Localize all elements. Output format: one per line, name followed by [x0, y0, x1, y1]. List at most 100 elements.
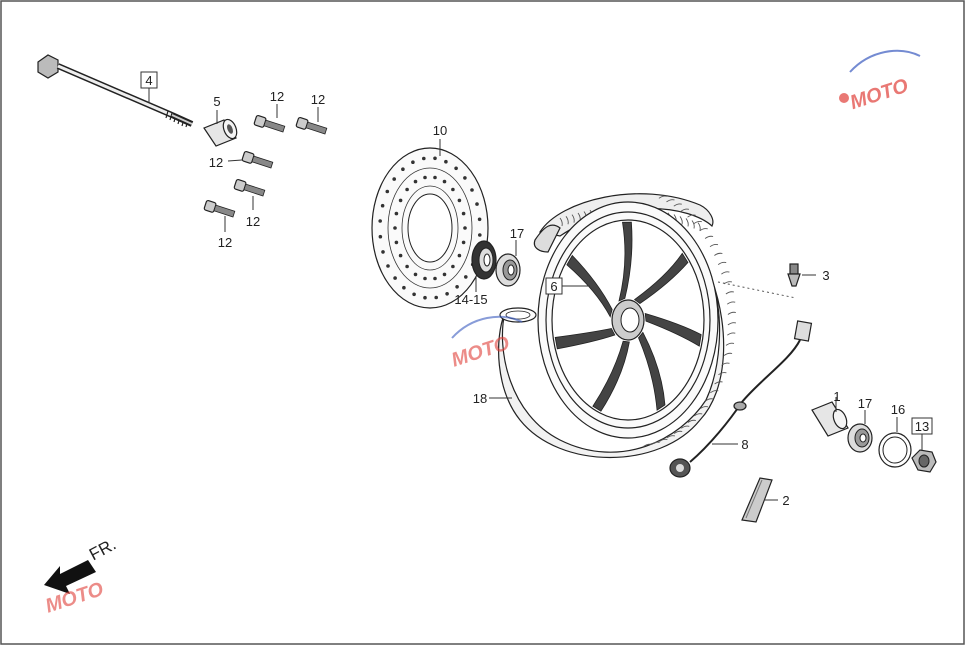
disc-hole: [454, 166, 458, 171]
disc-hole: [423, 175, 427, 180]
disc-hole: [442, 179, 447, 184]
disc-hole: [378, 234, 383, 239]
rim-tape: [741, 477, 773, 523]
wheel-spoke: [554, 328, 616, 350]
disc-hole: [433, 276, 437, 281]
brake-disc: [371, 147, 489, 309]
disc-hole: [451, 264, 455, 269]
disc-hole: [413, 272, 418, 277]
tire-tread-mark: [714, 381, 723, 385]
disc-hole: [463, 176, 467, 180]
disc-hole: [433, 156, 437, 161]
disc-hole: [444, 159, 448, 164]
front-axle: [37, 54, 194, 128]
axle-nut: [911, 449, 937, 473]
disc-hole: [475, 202, 479, 206]
callout-17a-label: 17: [510, 226, 524, 241]
tire-tread-mark: [699, 406, 709, 410]
disc-hole: [423, 295, 427, 300]
disc-hole: [457, 253, 462, 258]
tire-tread-mark: [666, 199, 675, 203]
callout-6: 6: [545, 277, 563, 295]
tire-tread-mark: [679, 216, 683, 225]
tire-tread-mark: [559, 217, 563, 227]
wheel-rim: [537, 201, 719, 439]
callout-13: 13: [911, 417, 933, 435]
tire-tread-mark: [727, 311, 737, 315]
tire-tread-mark: [723, 352, 733, 356]
disc-hole: [451, 187, 455, 192]
tire-tread-mark: [721, 271, 730, 275]
tire-tread-mark: [693, 413, 703, 417]
disc-hole: [457, 198, 462, 203]
disc-hole: [477, 217, 482, 222]
tire-tread-mark: [726, 301, 736, 305]
disc-hole: [380, 203, 385, 208]
disc-hole: [455, 285, 459, 289]
tire-tread-mark: [704, 235, 714, 239]
disc-hole: [423, 276, 427, 281]
tire-valve: [787, 263, 801, 287]
disc-hole: [464, 275, 468, 279]
disc-hole: [433, 175, 437, 180]
tire-tread-mark: [710, 390, 719, 394]
tire-tread-mark: [705, 398, 714, 402]
disc-hole: [461, 240, 466, 245]
tire-tread-mark: [709, 244, 719, 248]
tire-tread-mark: [697, 222, 701, 231]
disc-hole: [411, 160, 415, 164]
tire-tread-mark: [687, 419, 697, 423]
tire-tread-mark: [658, 195, 668, 199]
callout-12c-label: 12: [209, 155, 223, 170]
disc-hole: [413, 179, 418, 184]
callout-12d-label: 12: [246, 214, 260, 229]
disc-hole: [478, 233, 482, 237]
tire-tread-mark: [571, 214, 575, 223]
spacer-collar: [203, 118, 238, 147]
wheel-spoke: [644, 312, 702, 347]
disc-hole: [386, 264, 390, 268]
callout-4-label: 4: [145, 73, 152, 88]
tire-tread-mark: [687, 214, 696, 218]
disc-hole: [405, 264, 409, 269]
disc-hole: [470, 188, 474, 192]
disc-hole: [442, 272, 447, 277]
disc-hole: [398, 253, 403, 258]
callout-17b-label: 17: [858, 396, 872, 411]
tire-tread-mark: [659, 438, 668, 442]
disc-hole: [401, 167, 405, 171]
tire-tread-mark: [718, 372, 727, 376]
disc-hole: [463, 226, 467, 230]
right-bearing: [847, 423, 873, 453]
callout-14-15-label: 14-15: [454, 292, 487, 307]
tire-tread-mark: [725, 342, 735, 346]
callout-2-label: 2: [782, 493, 789, 508]
tire-tread-mark: [721, 362, 730, 366]
tire-tread-mark: [727, 322, 737, 326]
disc-hole: [398, 198, 403, 203]
disc-hole: [461, 211, 466, 216]
disc-hole: [402, 285, 406, 290]
disc-hole: [412, 292, 416, 297]
tire-tread-mark: [681, 425, 690, 429]
disc-hole: [392, 177, 397, 181]
tire-tread-mark: [565, 216, 569, 225]
callout-13-label: 13: [915, 419, 929, 434]
oil-seal: [471, 240, 497, 280]
callout-10-label: 10: [433, 123, 447, 138]
left-bearing: [495, 253, 521, 287]
disc-bolts: [203, 115, 328, 218]
disc-hole: [381, 250, 385, 254]
disc-hole: [405, 187, 409, 192]
callout-12b-label: 12: [311, 92, 325, 107]
callout-1-label: 1: [833, 389, 840, 404]
tire-tread-mark: [693, 221, 702, 225]
callout-5-label: 5: [213, 94, 220, 109]
tire-tread-mark: [714, 252, 723, 256]
tire-tread-mark: [673, 430, 683, 434]
tire-tread-mark: [680, 208, 690, 212]
tire-tread-mark: [651, 441, 660, 445]
tire-tread-mark: [717, 261, 727, 265]
